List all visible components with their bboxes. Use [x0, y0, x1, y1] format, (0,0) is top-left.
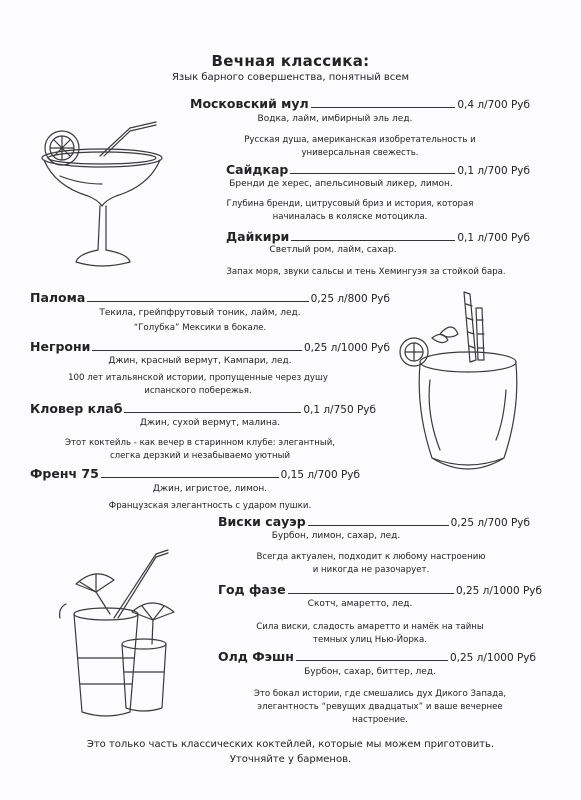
- item-name: Негрони: [30, 339, 91, 354]
- item-description: Это бокал истории, где смешались дух Дик…: [253, 689, 507, 725]
- menu-item-negroni: Негрони 0,25 л/1000 Руб: [30, 339, 390, 354]
- leader-line: [100, 477, 279, 478]
- menu-item-clover-club: Кловер клаб 0,1 л/750 Руб: [30, 401, 376, 416]
- item-name: Дайкири: [226, 229, 290, 244]
- item-description: “Голубка” Мексики в бокале.: [133, 323, 267, 333]
- item-price: 0,25 л/1000 Руб: [303, 342, 390, 354]
- item-description: Сила виски, сладость амаретто и намёк на…: [256, 622, 484, 645]
- item-description: Русская душа, американская изобретательн…: [244, 135, 476, 158]
- item-name: Кловер клаб: [30, 401, 123, 416]
- item-description: Глубина бренди, цитрусовый бриз и истори…: [226, 199, 474, 222]
- item-ingredients: Джин, игристое, лимон.: [152, 484, 268, 494]
- item-name: Олд Фэшн: [218, 649, 294, 664]
- item-ingredients: Джин, сухой вермут, малина.: [139, 418, 281, 428]
- item-price: 0,25 л/1000 Руб: [449, 652, 536, 664]
- item-ingredients: Скотч, амаретто, лед.: [307, 599, 413, 609]
- menu-item-paloma: Палома 0,25 л/800 Руб: [30, 290, 390, 305]
- item-name: Виски сауэр: [218, 514, 306, 529]
- item-description: 100 лет итальянской истории, пропущенные…: [68, 373, 328, 396]
- item-description: Всегда актуален, подходит к любому настр…: [256, 552, 486, 575]
- leader-line: [310, 107, 456, 108]
- item-name: Сайдкар: [226, 162, 289, 177]
- menu-subtitle: Язык барного совершенства, понятный всем: [171, 72, 410, 83]
- menu-title: Вечная классика:: [211, 52, 370, 70]
- tropical-glasses-icon: [59, 549, 175, 717]
- item-price: 0,25 л/700 Руб: [450, 517, 530, 529]
- menu-item-godfather: Год фазе 0,25 л/1000 Руб: [218, 582, 542, 597]
- menu-item-sidecar: Сайдкар 0,1 л/700 Руб: [226, 162, 530, 177]
- item-description: Французская элегантность с ударом пушки.: [108, 501, 312, 511]
- highball-glass-icon: [399, 291, 518, 470]
- item-ingredients: Водка, лайм, имбирный эль лед.: [257, 114, 413, 124]
- item-name: Палома: [30, 290, 86, 305]
- item-price: 0,15 л/700 Руб: [280, 469, 360, 481]
- item-name: Московский мул: [190, 96, 309, 111]
- item-name: Френч 75: [30, 466, 99, 481]
- leader-line: [92, 350, 302, 351]
- item-ingredients: Джин, красный вермут, Кампари, лед.: [108, 356, 292, 366]
- item-name: Год фазе: [218, 582, 286, 597]
- item-price: 0,1 л/750 Руб: [303, 404, 376, 416]
- item-ingredients: Текила, грейпфрутовый тоник, лайм, лед.: [99, 308, 301, 318]
- leader-line: [287, 593, 454, 594]
- leader-line: [295, 660, 448, 661]
- item-price: 0,25 л/800 Руб: [310, 293, 390, 305]
- leader-line: [87, 301, 309, 302]
- leader-line: [290, 173, 456, 174]
- item-description: Запах моря, звуки сальсы и тень Хемингуэ…: [226, 267, 506, 277]
- margarita-glass-icon: [41, 121, 163, 267]
- menu-item-moscow-mule: Московский мул 0,4 л/700 Руб: [190, 96, 530, 111]
- leader-line: [124, 412, 302, 413]
- item-price: 0,1 л/700 Руб: [457, 232, 530, 244]
- menu-item-old-fashioned: Олд Фэшн 0,25 л/1000 Руб: [218, 649, 536, 664]
- item-ingredients: Бурбон, сахар, биттер, лед.: [304, 667, 436, 677]
- item-ingredients: Светлый ром, лайм, сахар.: [269, 245, 397, 255]
- leader-line: [307, 525, 449, 526]
- menu-item-french-75: Френч 75 0,15 л/700 Руб: [30, 466, 360, 481]
- menu-item-whiskey-sour: Виски сауэр 0,25 л/700 Руб: [218, 514, 530, 529]
- item-price: 0,1 л/700 Руб: [457, 165, 530, 177]
- menu-item-daiquiri: Дайкири 0,1 л/700 Руб: [226, 229, 530, 244]
- menu-footer: Это только часть классических коктейлей,…: [86, 739, 495, 765]
- item-price: 0,25 л/1000 Руб: [455, 585, 542, 597]
- item-ingredients: Бурбон, лимон, сахар, лед.: [271, 531, 401, 541]
- item-ingredients: Бренди де херес, апельсиновый ликер, лим…: [229, 179, 453, 189]
- leader-line: [291, 240, 456, 241]
- item-price: 0,4 л/700 Руб: [457, 99, 530, 111]
- item-description: Этот коктейль - как вечер в старинном кл…: [64, 438, 336, 461]
